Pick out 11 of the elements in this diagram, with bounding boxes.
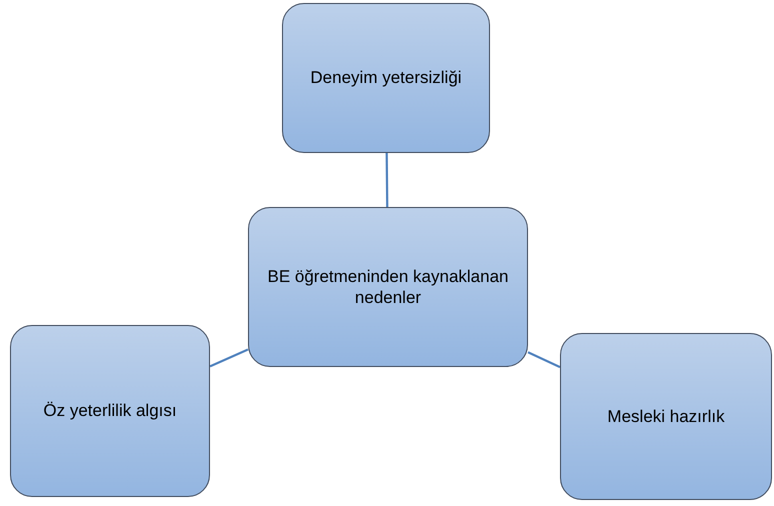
connector-line [386,153,388,208]
rounded-box [10,325,210,497]
rounded-box [248,207,528,367]
node-label: Deneyim yetersizliği [309,67,463,89]
node-label: Öz yeterlilik algısı [42,400,178,422]
rounded-box [560,333,772,500]
connector-line [210,348,248,368]
node-label: BE öğretmeninden kaynaklanan nedenler [266,266,510,308]
connector-line [528,351,560,368]
rounded-box [282,3,490,153]
node-label: Mesleki hazırlık [606,406,726,428]
